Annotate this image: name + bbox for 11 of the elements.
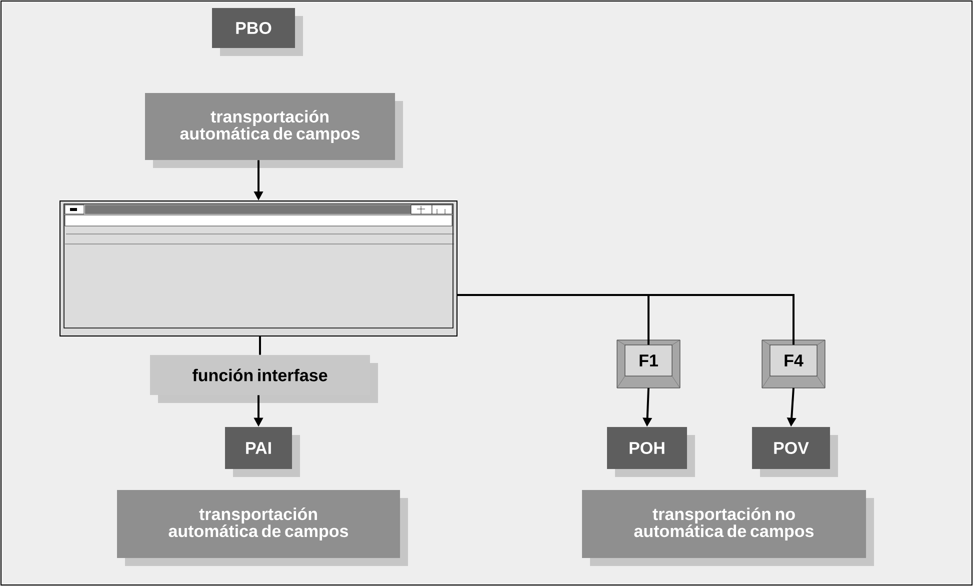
label-box: transportación no automática de campos	[582, 490, 874, 566]
label-box: PAI	[225, 427, 300, 477]
key-button: F1	[616, 340, 680, 388]
label-box: POV	[752, 427, 838, 477]
label-box: PBO	[212, 8, 303, 56]
label-box: POH	[607, 427, 696, 477]
label-box: transportación automática de campos	[145, 93, 403, 168]
window-drawing	[60, 200, 458, 336]
label-box: transportación automática de campos	[117, 490, 408, 566]
key-button: F4	[762, 340, 826, 388]
label-box: función interfase	[150, 355, 378, 403]
